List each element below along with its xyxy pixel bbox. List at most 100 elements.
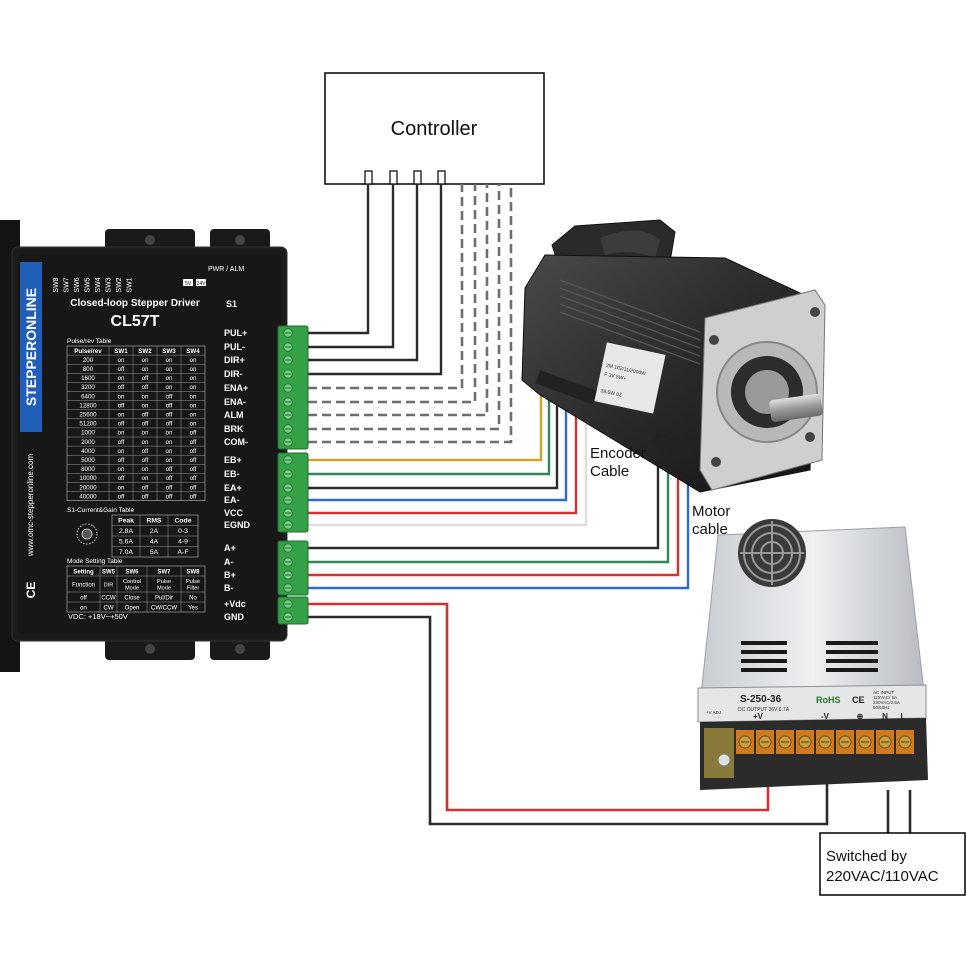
mode-table-cell: Open: [125, 606, 140, 612]
dip-switch-label: SW8: [53, 277, 60, 292]
encoder-cable-label-line-2: Cable: [590, 463, 629, 480]
motor-shaft: [769, 393, 823, 422]
terminal-label: EGND: [224, 520, 251, 530]
terminal-label: EB-: [224, 469, 240, 479]
pulse-table-cell: on: [190, 366, 197, 373]
mode-table-header: SW8: [186, 570, 200, 576]
power-wires: [308, 602, 912, 833]
signal-wires: [308, 184, 443, 376]
terminal-block-housing: [277, 452, 309, 533]
terminal-labels: PUL+PUL-DIR+DIR-ENA+ENA-ALMBRKCOM-EB+EB-…: [224, 328, 251, 622]
dip-switch-label: SW2: [116, 277, 123, 292]
psu-terminal-label: L: [901, 712, 906, 721]
pulse-table-cell: on: [118, 448, 125, 455]
dip-switch-label: SW5: [85, 277, 92, 292]
mode-table-cell: No: [189, 596, 197, 602]
pulse-table-cell: off: [166, 393, 173, 400]
pulse-table-cell: off: [166, 421, 173, 428]
mode-table-cell: Function: [72, 583, 95, 589]
pulse-table-header: SW4: [186, 348, 200, 355]
pulse-table-cell: on: [142, 357, 149, 364]
motor-sticker-line-3: 38.6W 0Z: [600, 388, 622, 398]
psu-input-spec-2: 115VAC/ 5A: [873, 695, 897, 700]
current-table-cell: 4A: [150, 539, 159, 546]
pulse-table-cell: 12800: [79, 402, 97, 409]
vdc-label: VDC: +18V~+50V: [68, 612, 128, 621]
dip-switch-label: SW6: [74, 277, 81, 292]
pulse-table-cell: off: [166, 402, 173, 409]
wire-alm: [308, 184, 489, 417]
website-label: www.omc-stepperonline.com: [26, 454, 35, 558]
terminal-label: PUL+: [224, 328, 247, 338]
dip-switch-label: SW7: [64, 277, 71, 292]
pulse-table-cell: on: [118, 357, 125, 364]
driver-title: Closed-loop Stepper Driver: [70, 298, 200, 309]
psu-terminal-label: +V: [753, 712, 764, 721]
mode-table-header: SW6: [125, 570, 139, 576]
terminal-label: EB+: [224, 455, 242, 465]
psu-model-label: S-250-36: [740, 694, 782, 705]
pulse-table-cell: 3200: [81, 384, 95, 391]
pulse-table-cell: off: [190, 448, 197, 455]
controller-pin: [364, 170, 373, 185]
psu-terminal-screws: [736, 730, 914, 754]
pulse-table-cell: off: [190, 457, 197, 464]
terminal-label: DIR-: [224, 369, 243, 379]
pulse-table-cell: on: [142, 393, 149, 400]
pulse-table-cell: off: [118, 475, 125, 482]
terminal-label: BRK: [224, 424, 244, 434]
wire-a-minus: [308, 456, 670, 564]
pulse-table-cell: off: [142, 457, 149, 464]
mode-table-cell: CW/CCW: [151, 606, 177, 612]
psu-input-spec-3: 230VAC/2.5A: [873, 700, 900, 705]
pulse-table-caption: Pulse/rev Table: [67, 338, 112, 345]
pulse-table-cell: on: [190, 393, 197, 400]
pulse-table-cell: off: [142, 484, 149, 491]
dip-switch-label: SW3: [106, 277, 113, 292]
pulse-table-cell: on: [190, 421, 197, 428]
terminal-label: B-: [224, 583, 234, 593]
pulse-table-cell: on: [166, 439, 173, 446]
current-table-header: Code: [175, 518, 192, 525]
wire-b-minus: [308, 464, 690, 590]
rotary-switch-icon: [76, 523, 98, 545]
pulse-table-cell: off: [118, 439, 125, 446]
optional-dashed-wires: [308, 184, 513, 444]
pulse-table-cell: on: [142, 439, 149, 446]
wire-vdc: [308, 602, 770, 812]
wire-vcc: [308, 404, 578, 515]
dip-switch-label: SW1: [127, 277, 134, 292]
pulse-table-cell: on: [166, 430, 173, 437]
pulse-table-cell: off: [118, 384, 125, 391]
led-24v: [196, 279, 206, 286]
terminal-block-housing: [277, 596, 309, 625]
mains-box-line-1: Switched by: [826, 848, 907, 865]
pulse-table-cell: 8000: [81, 466, 95, 473]
pulse-table-cell: off: [142, 375, 149, 382]
wire-egnd: [308, 408, 588, 527]
pulse-table-header: SW3: [162, 348, 176, 355]
pulse-table-header: SW2: [138, 348, 152, 355]
pulse-table-cell: on: [118, 375, 125, 382]
pulse-table-cell: on: [166, 357, 173, 364]
pulse-table-cell: off: [190, 439, 197, 446]
brand-logo: STEPPERONLINE: [23, 288, 39, 406]
mode-table-cell: Pul/Dir: [155, 596, 173, 602]
pulse-table-cell: 200: [83, 357, 94, 364]
terminal-block: [277, 325, 309, 625]
controller-pin: [413, 170, 422, 185]
psu-ce-label: CE: [852, 695, 865, 705]
wire-b-plus: [308, 460, 680, 577]
pulse-table-cell: 800: [83, 366, 94, 373]
terminal-label: GND: [224, 612, 245, 622]
wire-ea-minus: [308, 400, 568, 502]
mode-table-cell: on: [80, 606, 87, 612]
mode-table-header: SW7: [157, 570, 171, 576]
terminal-label: PUL-: [224, 342, 245, 352]
ce-mark: CE: [24, 582, 38, 599]
terminal-label: ENA-: [224, 397, 246, 407]
motor-wires: [308, 452, 690, 590]
